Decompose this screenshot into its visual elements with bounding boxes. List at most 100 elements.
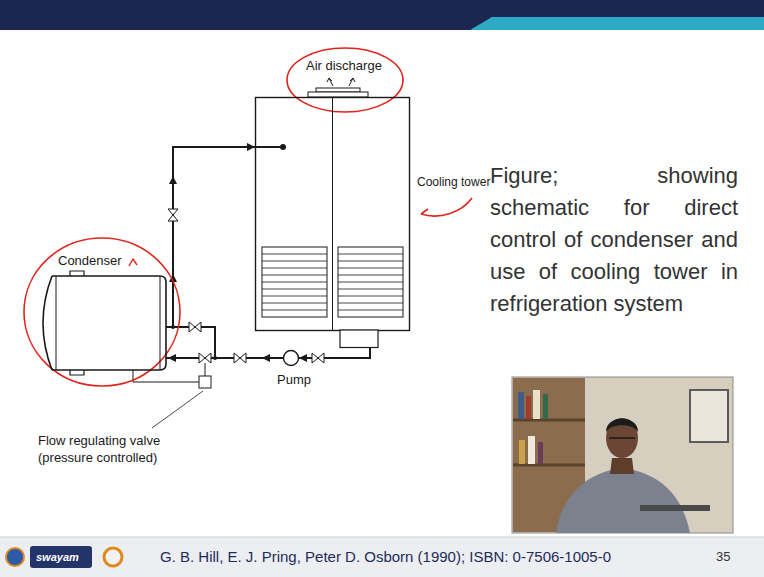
air-arrow <box>349 78 355 86</box>
louver-panel <box>338 247 403 317</box>
tube-sheet <box>56 276 57 370</box>
top-bar <box>0 0 764 30</box>
presenter-glasses <box>609 437 635 439</box>
pump-symbol <box>284 351 299 366</box>
flow-arrow <box>169 176 177 184</box>
swayam-logo-ground <box>30 546 92 568</box>
louver-slat <box>262 268 327 269</box>
red-annotation-tick <box>129 259 137 266</box>
tower-shape <box>255 97 410 348</box>
valve-symbol <box>234 353 246 363</box>
red-annotation-ellipse <box>24 238 180 386</box>
book <box>528 436 535 464</box>
flow-regulating-valve-symbol <box>199 353 211 363</box>
logo-circle <box>104 548 122 566</box>
condenser-end-head <box>43 276 52 370</box>
condenser-inlet <box>166 357 168 359</box>
pump-node: Pump <box>283 350 299 366</box>
presenter-shirt <box>556 468 690 533</box>
condenser-outlet <box>166 326 168 328</box>
fan-cowl <box>316 88 360 92</box>
part-label: Air discharge <box>306 58 382 74</box>
tower-label: Cooling tower <box>417 174 490 190</box>
book <box>518 392 524 419</box>
book <box>543 394 548 419</box>
logo-circle <box>6 548 24 566</box>
part-label-holder: Air discharge <box>306 58 382 74</box>
source-citation: G. B. Hill, E. J. Pring, Peter D. Osborn… <box>160 548 611 566</box>
presenter-hair <box>606 419 638 433</box>
tower-node: Cooling tower <box>255 97 410 348</box>
spray-nozzle <box>280 144 286 150</box>
fan-deck <box>308 92 368 97</box>
logo-text-holder: swayam <box>36 550 79 564</box>
source-citation-holder: G. B. Hill, E. J. Pring, Peter D. Osborn… <box>160 548 611 566</box>
logo-text: swayam <box>36 550 79 564</box>
part-label: Flow regulating valve (pressure controll… <box>38 432 188 466</box>
condenser-drawing <box>43 271 168 375</box>
video-frame <box>512 377 733 533</box>
pipe-junction <box>213 356 217 360</box>
wall-picture <box>690 390 728 442</box>
condenser-nozzle <box>70 271 84 276</box>
valve-symbol <box>312 353 324 363</box>
louver-slat <box>338 303 403 304</box>
condenser-nozzle <box>70 370 84 375</box>
tower-casing <box>256 98 410 331</box>
tower-divider <box>332 97 333 330</box>
louver-slat <box>338 275 403 276</box>
spray-pipe <box>255 146 283 148</box>
valve-actuator <box>199 376 211 388</box>
slide-number: 35 <box>716 549 730 565</box>
valve-symbol <box>168 209 178 221</box>
louver-panel <box>262 247 327 317</box>
bottom-bar-edge <box>0 537 764 538</box>
condenser-label: Condenser <box>58 253 122 269</box>
pipe-junction <box>171 325 175 329</box>
part-label-holder: Flow regulating valve (pressure controll… <box>38 432 188 466</box>
red-annotation-ellipse <box>287 48 403 112</box>
book <box>519 440 525 464</box>
presenter-neck <box>610 458 634 474</box>
flow-arrow <box>262 354 270 362</box>
air-arrow <box>327 78 333 86</box>
pump-shape <box>283 350 299 366</box>
figure-caption: Figure; showing schematic for direct con… <box>490 160 738 320</box>
desk-edge <box>640 505 710 511</box>
condenser-shape <box>38 252 168 374</box>
pump-label: Pump <box>277 372 311 388</box>
louver-slat <box>262 261 327 262</box>
pipe-connector <box>168 147 255 327</box>
louver-slat <box>338 310 403 311</box>
louver-slat <box>262 275 327 276</box>
louver-slat <box>338 254 403 255</box>
bottom-bar <box>0 537 764 577</box>
book <box>538 442 543 464</box>
pipe-connector <box>299 348 370 358</box>
tower-basin <box>340 330 378 348</box>
louver-slat <box>338 282 403 283</box>
condenser-node: Condenser <box>38 252 168 374</box>
louver-slat <box>262 303 327 304</box>
louver-slat <box>262 282 327 283</box>
louver-slat <box>338 296 403 297</box>
louver-slat <box>262 254 327 255</box>
tube-sheet <box>160 276 161 370</box>
presenter-head <box>606 418 638 458</box>
louver-slat <box>262 310 327 311</box>
valve-symbol <box>189 322 201 332</box>
caption-holder: Figure; showing schematic for direct con… <box>490 160 738 320</box>
slide-number-holder: 35 <box>716 549 730 565</box>
louver-slat <box>338 289 403 290</box>
louver-slat <box>338 268 403 269</box>
louver-slat <box>262 296 327 297</box>
louver-slat <box>262 289 327 290</box>
valve-stem <box>205 363 206 376</box>
top-bar-accent <box>470 17 764 30</box>
book <box>533 390 540 419</box>
leader-line <box>152 391 203 428</box>
louver-slat <box>338 261 403 262</box>
bypass-pipe <box>173 327 215 358</box>
